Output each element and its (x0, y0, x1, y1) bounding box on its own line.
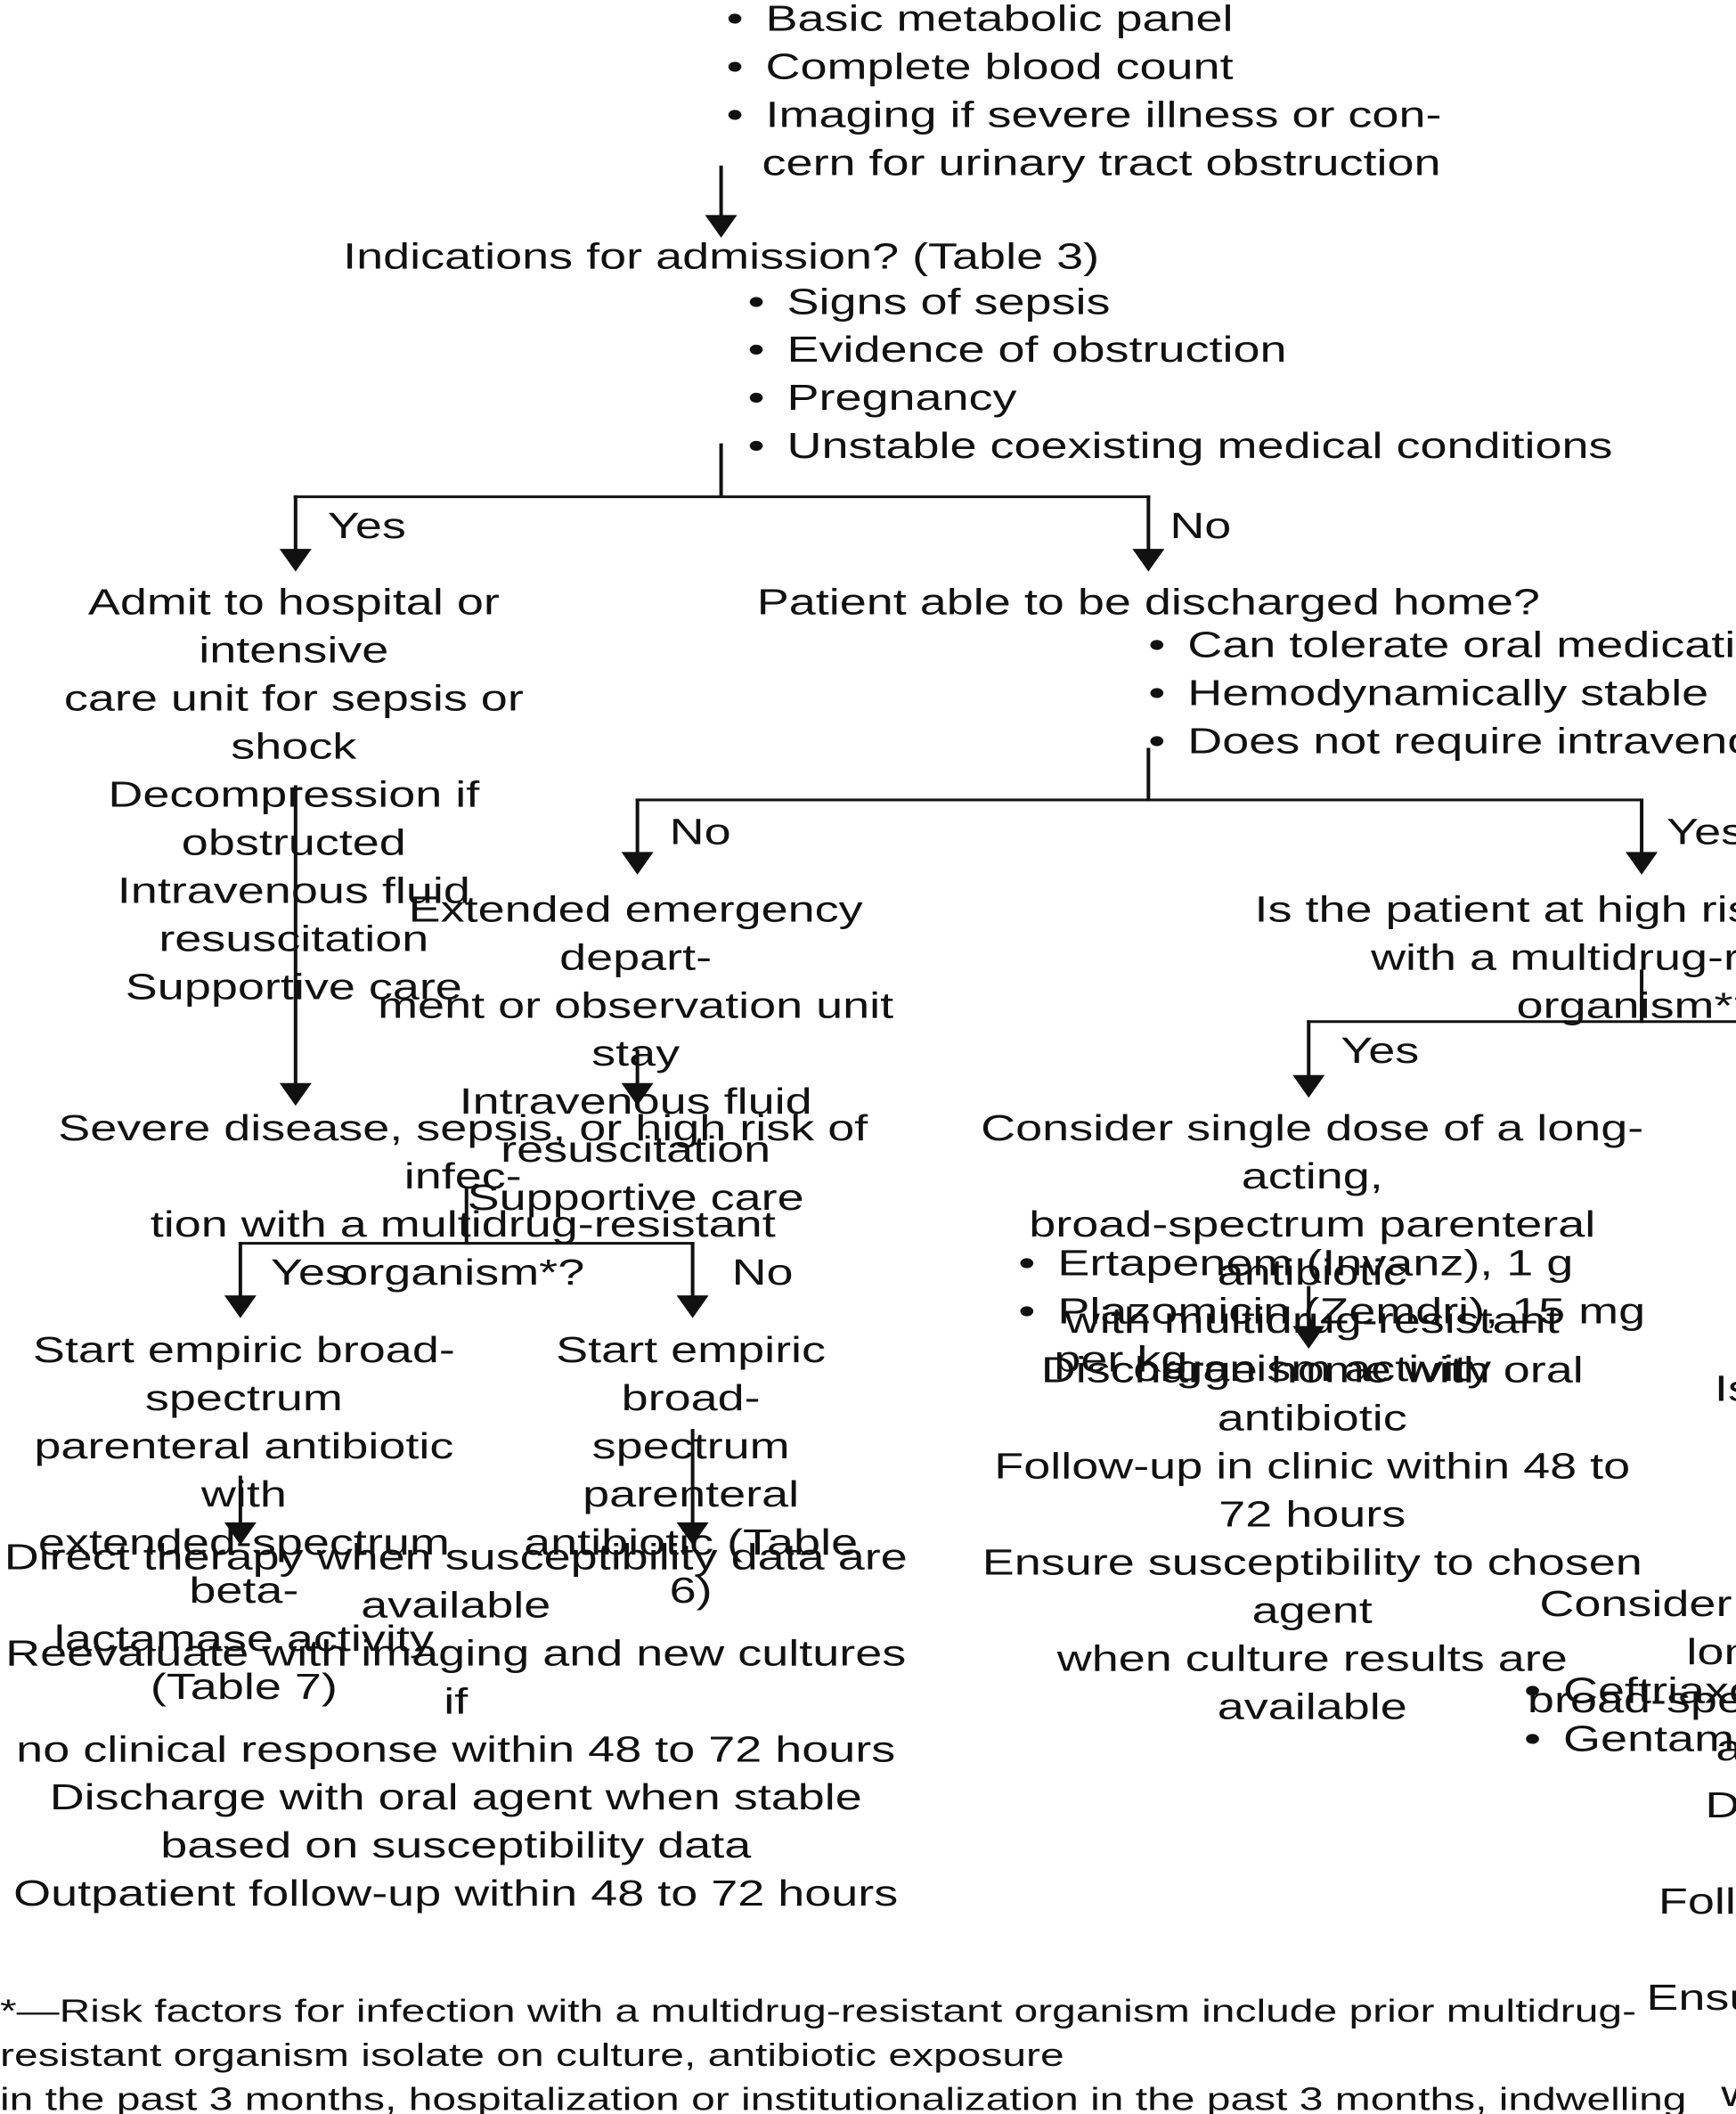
connector-mdr-yes (1307, 1020, 1311, 1081)
list-item: • Ceftriaxone, 1 g (1524, 1670, 1736, 1711)
bullet-icon: • (1018, 1291, 1045, 1332)
list-item: • Plazomicin (Zemdri), 15 mg per kg (1018, 1291, 1646, 1380)
connector-ed-to-severe (635, 1049, 640, 1090)
connector-admission-split (293, 495, 1151, 499)
bullet-icon: • (726, 0, 753, 39)
branch-label-mdr-yes: Yes (1341, 1031, 1420, 1072)
connector-mdr-stem (1640, 969, 1644, 1024)
admit-actions: Admit to hospital or intensive care unit… (63, 582, 524, 1008)
branch-label-discharge-no: No (669, 812, 731, 853)
long-acting-bullet-list: • Ceftriaxone, 1 g • Gentamicin, 5 mg pe… (1524, 1667, 1736, 1763)
bullet-icon: • (1524, 1670, 1551, 1711)
direct-therapy-actions: Direct therapy when susceptibility data … (4, 1537, 908, 1914)
admission-bullet-list: • Signs of sepsis • Evidence of obstruct… (748, 278, 1736, 470)
mdr-risk-question: Is the patient at high risk of infection… (1254, 889, 1736, 1026)
arrowhead-icon (676, 1522, 709, 1546)
connector-broad-to-direct (690, 1428, 695, 1530)
list-item: • Hemodynamically stable (1148, 673, 1709, 714)
workup-bullet-list: • Basic metabolic panel • Complete blood… (727, 0, 1724, 187)
connector-severe-split (238, 1242, 695, 1245)
arrowhead-icon (1292, 1326, 1325, 1350)
arrowhead-icon (1132, 549, 1165, 572)
branch-label-admission-no: No (1170, 506, 1232, 547)
discharge-home-right: Discharge home with oral antibiotic Foll… (1646, 1785, 1736, 2114)
bullet-icon: • (1148, 721, 1175, 762)
bullet-icon: • (747, 330, 774, 371)
arrowhead-icon (705, 215, 738, 238)
list-item: • Imaging if severe illness or con- cern… (726, 94, 1442, 184)
list-item: • Can tolerate oral medications (1148, 624, 1736, 665)
connector-admission-no (1146, 495, 1151, 556)
connector-discharge-yes (1640, 798, 1644, 859)
long-acting-heading: Consider single dose of a long-acting, b… (1527, 1583, 1736, 1768)
connector-mdr-drugs-to-discharge (1307, 1286, 1311, 1334)
bullet-icon: • (1018, 1243, 1045, 1284)
footnote-text: *—Risk factors for infection with a mult… (0, 1994, 1687, 2114)
list-item: • Signs of sepsis (747, 282, 1111, 322)
list-item: • Ertapenem (Invanz), 1 g (1018, 1243, 1574, 1284)
discharge-home-middle: Discharge home with oral antibiotic Foll… (982, 1350, 1642, 1727)
bullet-icon: • (1148, 624, 1175, 665)
bullet-icon: • (1148, 673, 1175, 714)
arrowhead-icon (1292, 1074, 1325, 1098)
long-acting-mdr-heading: Consider single dose of a long-acting, b… (981, 1108, 1644, 1390)
bullet-icon: • (747, 426, 774, 467)
bullet-icon: • (726, 46, 753, 87)
long-acting-mdr-bullet-list: • Ertapenem (Invanz), 1 g • Plazomicin (… (1018, 1239, 1695, 1383)
arrowhead-icon (621, 852, 654, 875)
bullet-icon: • (747, 378, 774, 419)
branch-label-severe-no: No (731, 1253, 794, 1294)
branch-label-admission-yes: Yes (327, 506, 406, 547)
list-item: • Complete blood count (726, 46, 1234, 87)
connector-severe-no (690, 1242, 695, 1302)
connector-admission-yes (293, 495, 297, 556)
list-item: • Does not require intravenous fluids (1148, 721, 1736, 762)
arrowhead-icon (224, 1295, 257, 1318)
arrowhead-icon (1626, 852, 1659, 875)
arrowhead-icon (621, 1082, 654, 1106)
connector-severe-stem (464, 1188, 469, 1245)
arrowhead-icon (224, 1522, 257, 1546)
connector-discharge-stem (1146, 747, 1151, 802)
list-item: • Evidence of obstruction (747, 330, 1287, 371)
arrowhead-icon (279, 549, 312, 572)
list-item: • Gentamicin, 5 mg per kg (1524, 1718, 1736, 1759)
connector-severe-yes (238, 1242, 242, 1302)
discharge-bullet-list: • Can tolerate oral medications • Hemody… (1148, 621, 1736, 765)
list-item: • Basic metabolic panel (726, 0, 1234, 39)
bullet-icon: • (726, 94, 753, 135)
severe-disease-question: Severe disease, sepsis, or high risk of … (58, 1108, 868, 1294)
connector-workup-to-admission (719, 165, 723, 222)
connector-esbl-to-direct (238, 1475, 242, 1530)
arrowhead-icon (279, 1082, 312, 1106)
bullet-icon: • (1524, 1718, 1551, 1759)
bullet-icon: • (747, 282, 774, 322)
branch-label-severe-yes: Yes (270, 1253, 349, 1294)
local-resistance-question: Is local risk of resistance to chosen or… (1714, 1368, 1736, 1409)
discharge-question: Patient able to be discharged home? (756, 582, 1540, 623)
connector-discharge-split (635, 798, 1644, 802)
arrowhead-icon (676, 1295, 709, 1318)
admission-question: Indications for admission? (Table 3) (343, 236, 1100, 277)
extended-ed-actions: Extended emergency depart- ment or obser… (378, 889, 894, 1219)
connector-discharge-no (635, 798, 640, 859)
branch-label-discharge-yes: Yes (1667, 812, 1736, 853)
list-item: • Pregnancy (747, 378, 1017, 419)
connector-mdr-split (1307, 1020, 1736, 1024)
list-item: • Unstable coexisting medical conditions (747, 426, 1613, 467)
connector-admission-stem (719, 443, 723, 497)
connector-admit-to-severe (293, 785, 297, 1090)
